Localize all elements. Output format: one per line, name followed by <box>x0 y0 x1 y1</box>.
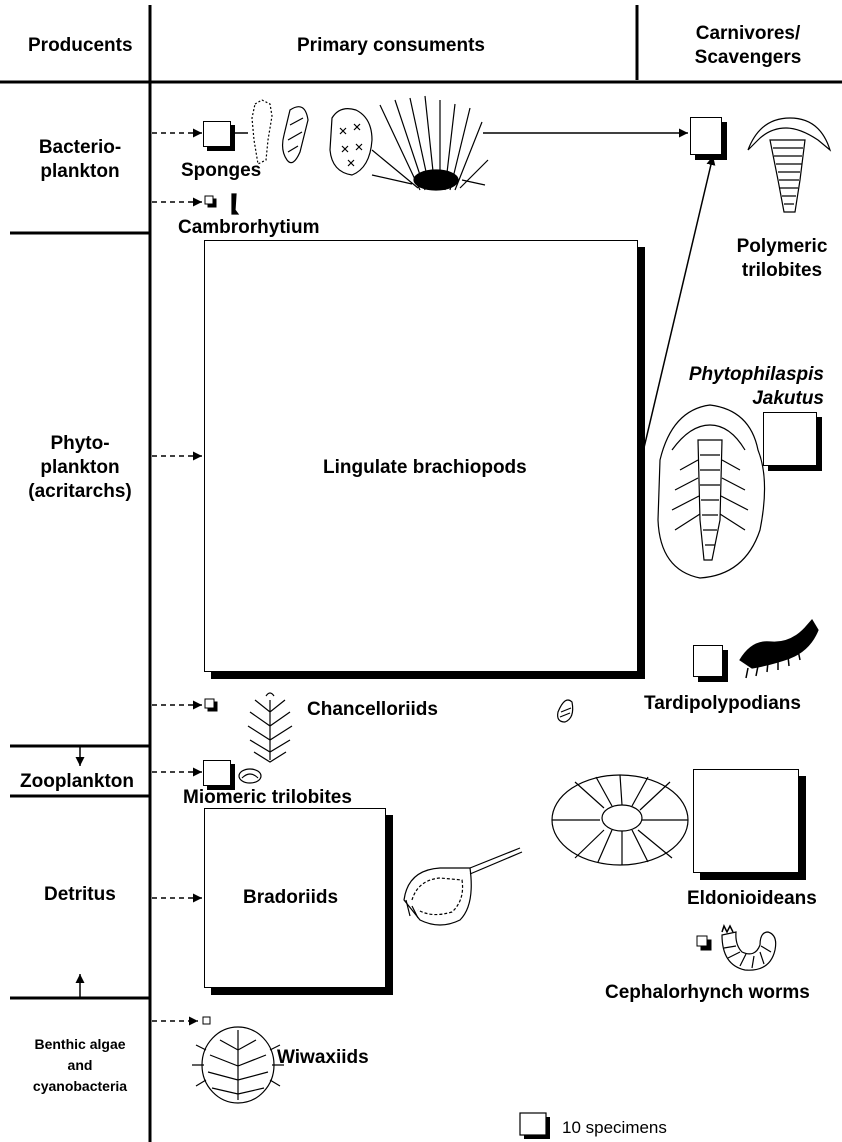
miomeric-box <box>203 760 231 786</box>
consumer-sponges: Sponges <box>181 159 261 183</box>
phytophilaspis-trilobite-sketch <box>658 405 765 578</box>
phytophilaspis-box <box>763 412 817 466</box>
phyto-line2: plankton <box>15 456 145 480</box>
eldonioidean-sketch <box>552 775 688 865</box>
polymeric-trilobite-sketch <box>748 118 830 212</box>
header-producents: Producents <box>28 34 133 58</box>
header-carnivores-line1: Carnivores/ <box>660 22 836 46</box>
phyto-line3: (acritarchs) <box>15 480 145 504</box>
predator-cephalorhynch-worms: Cephalorhynch worms <box>605 981 810 1005</box>
predator-tardipolypodians: Tardipolypodians <box>644 692 801 716</box>
bradoriid-sketch <box>404 848 522 925</box>
cephalorhynch-worm-sketch <box>722 926 776 970</box>
polymeric-box <box>690 117 722 155</box>
header-primary-consuments: Primary consuments <box>297 34 485 58</box>
producer-zooplankton: Zooplankton <box>20 770 134 794</box>
legend-box <box>520 1113 550 1139</box>
phyto-line1: Phyto- <box>15 432 145 456</box>
predator-polymeric-trilobites: Polymeric trilobites <box>723 235 841 283</box>
eldonioideans-box <box>693 769 799 873</box>
sponge-sketches <box>232 96 488 214</box>
consumer-miomeric-trilobites: Miomeric trilobites <box>183 786 352 810</box>
header-carnivores: Carnivores/ Scavengers <box>660 22 836 70</box>
benthic-line3: cyanobacteria <box>10 1076 150 1097</box>
producer-bacterioplankton: Bacterio- plankton <box>20 136 140 184</box>
tardipolypodian-sketch <box>740 620 818 678</box>
bacterio-line2: plankton <box>20 160 140 184</box>
miomeric-trilobite-sketch <box>239 769 261 783</box>
predator-phytophilaspis: Phytophilaspis Jakutus <box>668 363 824 411</box>
bacterio-line1: Bacterio- <box>20 136 140 160</box>
polymeric-line2: trilobites <box>723 259 841 283</box>
spiny-sponge-sketch <box>372 96 488 190</box>
phytophilaspis-line2: Jakutus <box>668 387 824 411</box>
tardipolypodians-box <box>693 645 723 677</box>
producer-detritus: Detritus <box>44 883 116 907</box>
consumer-bradoriids: Bradoriids <box>243 886 338 910</box>
benthic-line1: Benthic algae <box>10 1034 150 1055</box>
consumer-wiwaxiids: Wiwaxiids <box>277 1046 369 1070</box>
consumer-lingulate-brachiopods: Lingulate brachiopods <box>323 456 527 480</box>
header-carnivores-line2: Scavengers <box>660 46 836 70</box>
sponges-box <box>203 121 231 147</box>
predator-eldonioideans: Eldonioideans <box>687 887 817 911</box>
wiwaxiid-sketch <box>192 1027 284 1103</box>
legend-label: 10 specimens <box>562 1116 667 1140</box>
producer-benthic-algae: Benthic algae and cyanobacteria <box>10 1034 150 1097</box>
polymeric-line1: Polymeric <box>723 235 841 259</box>
producer-phytoplankton: Phyto- plankton (acritarchs) <box>15 432 145 504</box>
consumer-chancelloriids: Chancelloriids <box>307 698 438 722</box>
benthic-line2: and <box>10 1055 150 1076</box>
phytophilaspis-line1: Phytophilaspis <box>668 363 824 387</box>
consumer-cambrorhytium: Cambrorhytium <box>178 216 319 240</box>
dashed-arrows <box>152 133 202 1021</box>
